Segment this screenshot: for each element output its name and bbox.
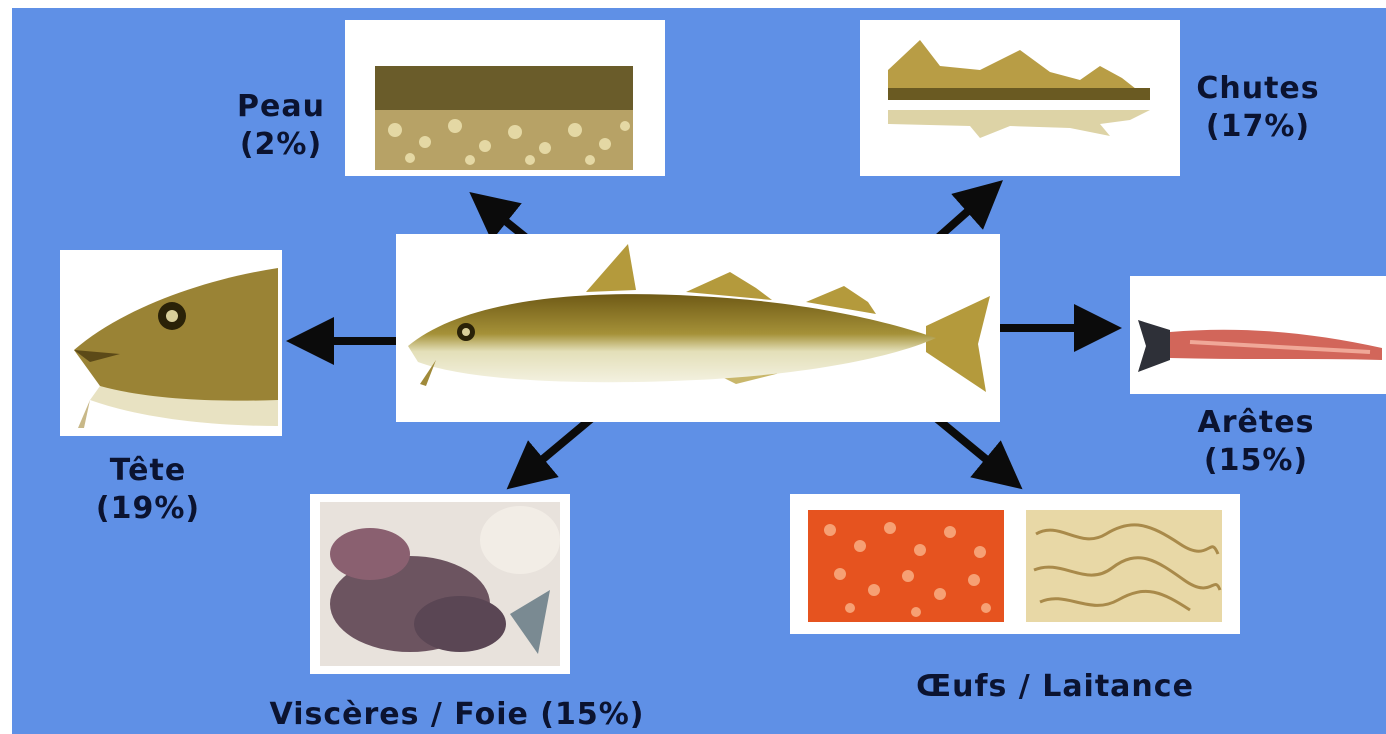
oeufs-label: Œufs / Laitance [870, 668, 1240, 706]
roe-and-milt-image [790, 494, 1240, 634]
aretes-name: Arêtes [1184, 404, 1328, 442]
peau-percent: (2%) [226, 126, 336, 164]
cod-head-image [60, 250, 282, 436]
chutes-image-panel [860, 20, 1180, 176]
whole-cod-fish-image [396, 234, 1000, 422]
visceres-name: Viscères / Foie (15%) [242, 696, 672, 734]
aretes-percent: (15%) [1184, 442, 1328, 480]
chutes-label: Chutes (17%) [1188, 70, 1328, 146]
oeufs-image-panel [790, 494, 1240, 634]
tete-name: Tête [78, 452, 218, 490]
arrow-to-visceres [525, 413, 598, 474]
viscera-liver-image [310, 494, 570, 674]
chutes-percent: (17%) [1188, 108, 1328, 146]
arrow-to-oeufs [930, 413, 1004, 474]
peau-name: Peau [226, 88, 336, 126]
cod-backbone-tail-image [1130, 276, 1386, 394]
tete-label: Tête (19%) [78, 452, 218, 528]
tete-image-panel [60, 250, 282, 436]
whole-fish-panel [396, 234, 1000, 422]
aretes-image-panel [1130, 276, 1386, 394]
peau-image-panel [345, 20, 665, 176]
cod-skin-strip-image [345, 20, 665, 176]
tete-percent: (19%) [78, 490, 218, 528]
fillet-trimmings-image [860, 20, 1180, 176]
visceres-label: Viscères / Foie (15%) [242, 696, 672, 734]
peau-label: Peau (2%) [226, 88, 336, 164]
oeufs-name: Œufs / Laitance [870, 668, 1240, 706]
aretes-label: Arêtes (15%) [1184, 404, 1328, 480]
visceres-image-panel [310, 494, 570, 674]
chutes-name: Chutes [1188, 70, 1328, 108]
